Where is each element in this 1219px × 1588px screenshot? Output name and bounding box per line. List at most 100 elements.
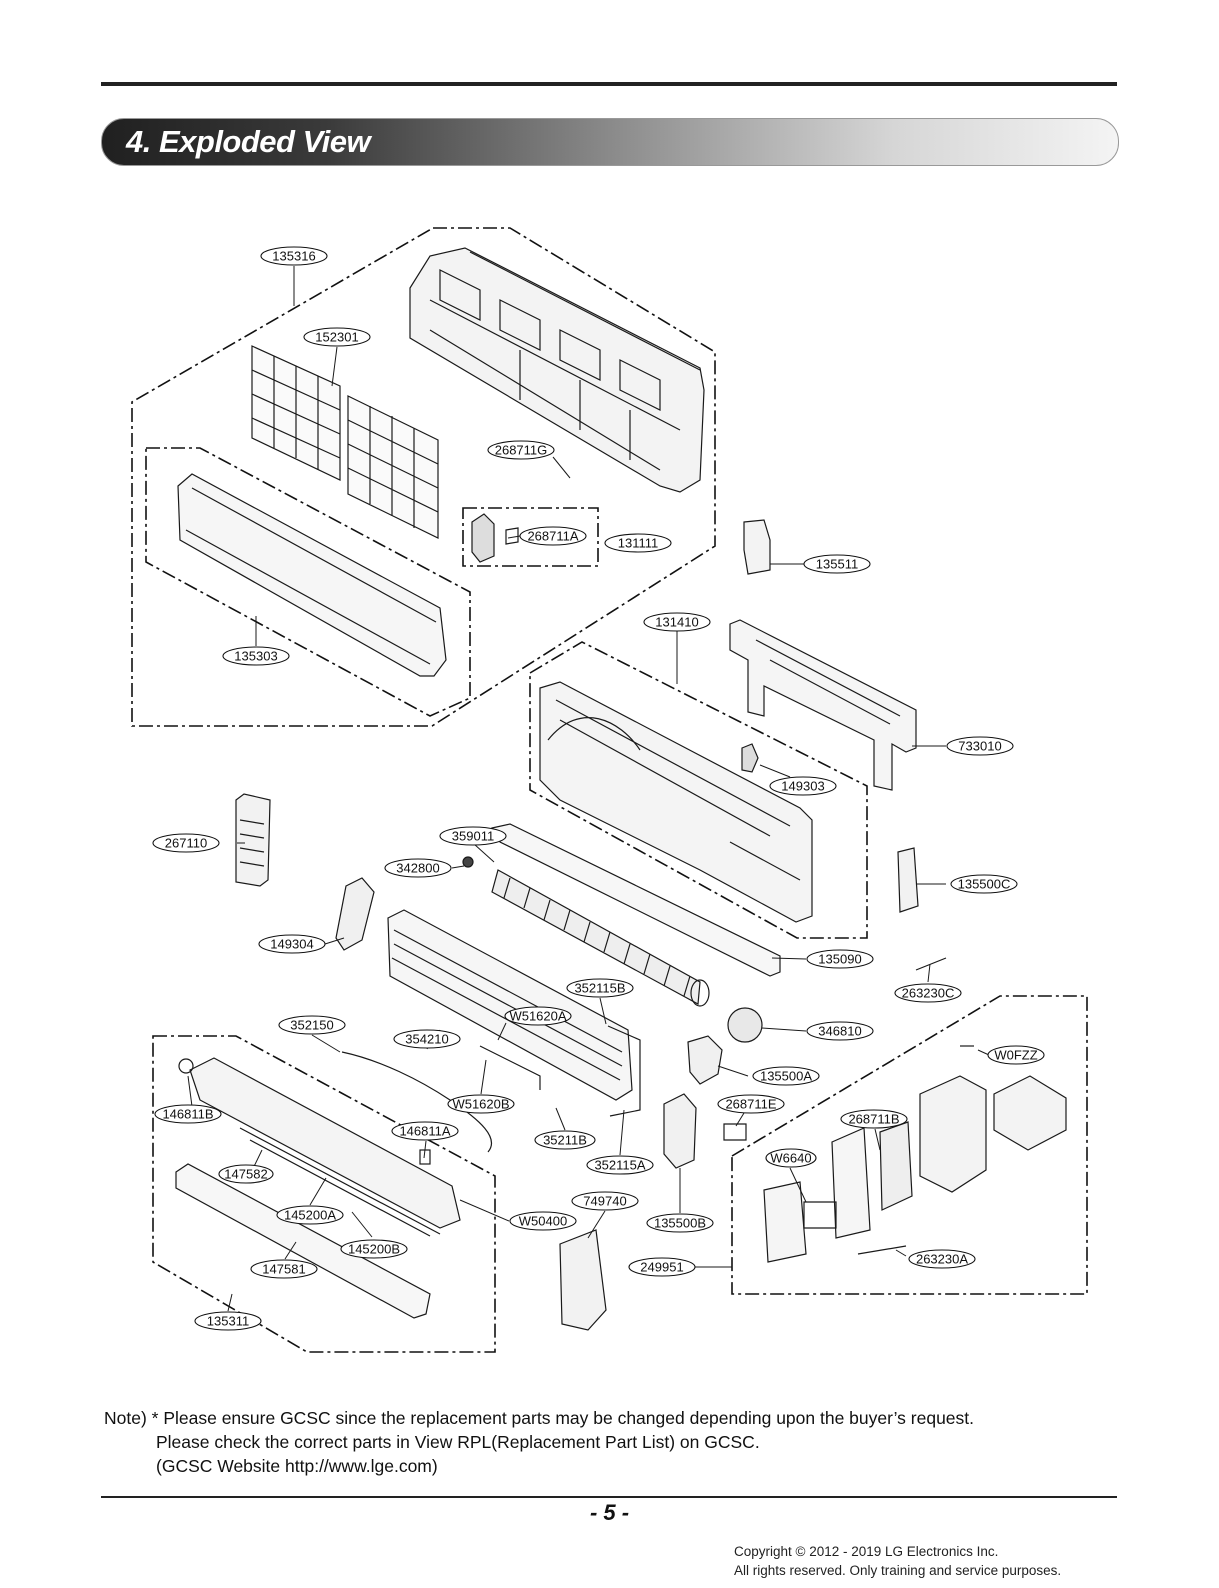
part-label: W6640 xyxy=(765,1148,817,1168)
part-label: 135311 xyxy=(194,1311,262,1331)
part-label-ellipse xyxy=(504,1006,572,1026)
copyright-line-1: Copyright © 2012 - 2019 LG Electronics I… xyxy=(734,1544,999,1559)
part-label-text: W6640 xyxy=(770,1151,811,1166)
part-label-text: 131410 xyxy=(655,615,698,630)
cover-135500B-part xyxy=(663,1093,697,1169)
air-filter-left xyxy=(251,345,341,481)
part-label-text: W50400 xyxy=(519,1214,567,1229)
part-label-ellipse xyxy=(393,1029,461,1049)
part-label: 146811A xyxy=(391,1121,459,1141)
part-label-ellipse xyxy=(646,1213,714,1233)
note-line-3: (GCSC Website http://www.lge.com) xyxy=(156,1456,438,1476)
part-label: 147581 xyxy=(250,1259,318,1279)
drain-pan-part xyxy=(491,823,781,977)
part-label-text: 749740 xyxy=(583,1194,626,1209)
part-label: 147582 xyxy=(218,1164,274,1184)
part-label-ellipse xyxy=(519,526,587,546)
section-banner: 4. Exploded View xyxy=(101,118,1119,166)
page-number: - 5 - xyxy=(589,1500,630,1525)
part-label: 733010 xyxy=(946,736,1014,756)
part-label-text: 135303 xyxy=(234,649,277,664)
air-filter-right xyxy=(347,395,439,539)
part-label-text: 146811A xyxy=(399,1124,450,1139)
part-label-ellipse xyxy=(566,978,634,998)
part-label-ellipse xyxy=(769,776,837,796)
front-panel-group xyxy=(131,227,716,727)
part-label-ellipse xyxy=(840,1109,908,1129)
part-label-text: W0FZZ xyxy=(994,1048,1037,1063)
part-label: 359011 xyxy=(439,826,507,846)
part-label-text: 346810 xyxy=(818,1024,861,1039)
section-title: 4. Exploded View xyxy=(126,124,371,159)
part-label-ellipse xyxy=(250,1259,318,1279)
part-label-ellipse xyxy=(222,646,290,666)
part-label: 268711B xyxy=(840,1109,908,1129)
part-label: 268711A xyxy=(519,526,587,546)
crossflow-fan-part xyxy=(491,869,710,1007)
part-label: W50400 xyxy=(509,1211,577,1231)
part-label-ellipse xyxy=(303,327,371,347)
part-label-ellipse xyxy=(586,1155,654,1175)
part-label-text: 147582 xyxy=(224,1167,267,1182)
side-grille-135500C-part xyxy=(897,847,919,913)
part-label-text: 352115B xyxy=(574,981,625,996)
part-label-ellipse xyxy=(218,1164,274,1184)
note-line-1: Note) * Please ensure GCSC since the rep… xyxy=(104,1408,975,1428)
part-label: W51620A xyxy=(504,1006,572,1026)
part-label-ellipse xyxy=(604,533,672,553)
part-label-text: 145200A xyxy=(284,1208,336,1223)
part-label: 152301 xyxy=(303,327,371,347)
bracket-749740-part xyxy=(559,1229,607,1331)
part-label-ellipse xyxy=(534,1130,596,1150)
part-label: 263230A xyxy=(908,1249,976,1269)
part-label: 146811B xyxy=(154,1104,222,1124)
part-label-text: 135500A xyxy=(760,1069,812,1084)
part-label: 149303 xyxy=(769,776,837,796)
part-label: 352115B xyxy=(566,978,634,998)
part-label: 135090 xyxy=(806,949,874,969)
part-label-ellipse xyxy=(946,736,1014,756)
copyright-line-2: All rights reserved. Only training and s… xyxy=(734,1563,1062,1578)
part-label-text: 145200B xyxy=(348,1242,400,1257)
part-label-text: 249951 xyxy=(640,1260,683,1275)
part-label: W0FZZ xyxy=(987,1045,1045,1065)
part-label-ellipse xyxy=(509,1211,577,1231)
part-label-ellipse xyxy=(803,554,871,574)
part-label-ellipse xyxy=(276,1205,344,1225)
part-label-text: 268711A xyxy=(527,529,578,544)
sensor-263230C-part xyxy=(915,957,947,971)
note-block: Note) * Please ensure GCSC since the rep… xyxy=(104,1406,974,1478)
part-label-text: 35211B xyxy=(543,1133,587,1148)
chassis-part xyxy=(539,681,813,923)
front-grille-group xyxy=(145,447,471,717)
part-label: 749740 xyxy=(571,1191,639,1211)
part-label: 35211B xyxy=(534,1130,596,1150)
part-label-text: 359011 xyxy=(452,829,494,844)
part-label: 346810 xyxy=(806,1021,874,1041)
pipe-W51620B-part xyxy=(479,1045,541,1090)
copyright: Copyright © 2012 - 2019 LG Electronics I… xyxy=(734,1542,1061,1580)
part-label: 249951 xyxy=(628,1257,696,1277)
part-label-text: W51620B xyxy=(452,1097,509,1112)
part-label-ellipse xyxy=(643,612,711,632)
louver-group xyxy=(152,1035,496,1353)
part-label-text: 146811B xyxy=(162,1107,213,1122)
part-label-text: 135500C xyxy=(958,877,1011,892)
part-label-text: 135500B xyxy=(654,1216,706,1231)
part-label-text: 268711E xyxy=(725,1097,776,1112)
cover-135511-part xyxy=(743,519,771,575)
remote-control-part xyxy=(235,793,271,887)
leader-lines xyxy=(187,266,990,1312)
front-panel-part xyxy=(409,247,705,493)
control-box-parts xyxy=(723,1045,1067,1263)
part-label-ellipse xyxy=(391,1121,459,1141)
part-label-text: 733010 xyxy=(958,739,1001,754)
part-label: 131410 xyxy=(643,612,711,632)
part-label-text: 263230C xyxy=(902,986,955,1001)
front-grille-part xyxy=(177,473,447,677)
display-group xyxy=(462,507,599,567)
part-label-text: 342800 xyxy=(396,861,439,876)
part-label-ellipse xyxy=(806,1021,874,1041)
install-plate-part xyxy=(729,619,917,791)
